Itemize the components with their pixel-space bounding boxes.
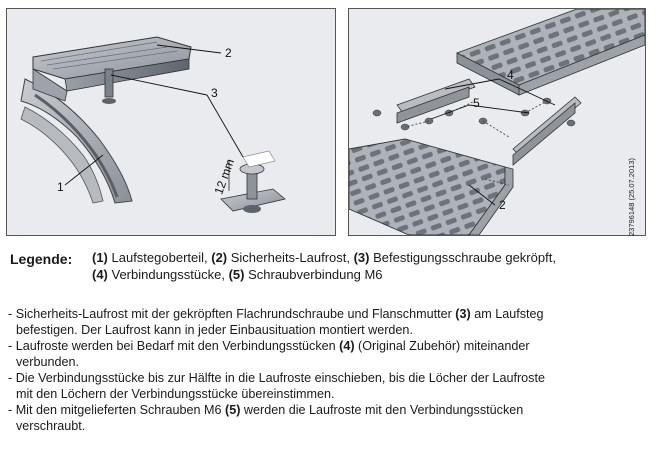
figure-reference-number: 23796148 (25.07.2013) [627, 158, 636, 236]
illustration-walkway-bracket: 12 mm 2 3 1 [6, 8, 336, 236]
note-3: - Die Verbindungsstücke bis zur Hälfte i… [8, 370, 652, 402]
text-run: Laufstegoberteil, [107, 250, 212, 265]
text-run: mit den Löchern der Verbindungsstücke üb… [16, 387, 335, 401]
reference-number: (4) [339, 339, 355, 353]
note-4: - Mit den mitgelieferten Schrauben M6 (5… [8, 402, 652, 434]
illustration-grating-connection: 4 5 2 [348, 8, 646, 236]
text-run: - Sicherheits-Laufrost mit der gekröpfte… [8, 307, 456, 321]
note-line: - Die Verbindungsstücke bis zur Hälfte i… [8, 370, 652, 386]
legend-heading: Legende: [10, 251, 73, 267]
reference-number: (2) [211, 250, 228, 265]
bracket-drawing: 12 mm 2 3 1 [20, 36, 286, 213]
note-line: - Sicherheits-Laufrost mit der gekröpfte… [8, 306, 652, 322]
reference-number: (1) [92, 250, 108, 265]
text-run: - Die Verbindungsstücke bis zur Hälfte i… [8, 371, 545, 385]
note-1: - Sicherheits-Laufrost mit der gekröpfte… [8, 306, 652, 338]
note-line: - Mit den mitgelieferten Schrauben M6 (5… [8, 402, 652, 418]
callout-4: 4 [507, 68, 514, 82]
text-run: am Laufsteg [470, 307, 544, 321]
note-line: befestigen. Der Laufrost kann in jeder E… [8, 322, 652, 338]
reference-number: (3) [455, 307, 471, 321]
callout-3: 3 [211, 86, 218, 100]
callout-2: 2 [225, 46, 232, 60]
text-run: verschraubt. [16, 419, 86, 433]
reference-number: (5) [225, 403, 241, 417]
text-run: - Laufroste werden bei Bedarf mit den Ve… [8, 339, 340, 353]
text-run: Verbindungsstücke, [107, 267, 229, 282]
reference-number: (3) [353, 250, 370, 265]
legend-line-2: (4) Verbindungsstücke, (5) Schraubverbin… [92, 267, 383, 282]
reference-number: (5) [228, 267, 245, 282]
text-run: werden die Laufroste mit den Verbindungs… [240, 403, 524, 417]
text-run: (Original Zubehör) miteinander [354, 339, 530, 353]
reference-number: (4) [92, 267, 108, 282]
callout-1: 1 [57, 180, 64, 194]
callout-5: 5 [473, 96, 480, 110]
legend-line-1: (1) Laufstegoberteil, (2) Sicherheits-La… [92, 250, 556, 265]
callout-2-right: 2 [499, 198, 506, 212]
text-run: Sicherheits-Laufrost, [227, 250, 354, 265]
note-line: - Laufroste werden bei Bedarf mit den Ve… [8, 338, 652, 354]
note-line: mit den Löchern der Verbindungsstücke üb… [8, 386, 652, 402]
text-run: verbunden. [16, 355, 80, 369]
text-run: - Mit den mitgelieferten Schrauben M6 [8, 403, 225, 417]
note-line: verbunden. [8, 354, 652, 370]
dimension-label: 12 mm [211, 157, 237, 196]
text-run: befestigen. Der Laufrost kann in jeder E… [16, 323, 413, 337]
note-line: verschraubt. [8, 418, 652, 434]
grating-drawing: 4 5 2 [349, 9, 645, 235]
note-2: - Laufroste werden bei Bedarf mit den Ve… [8, 338, 652, 370]
text-run: Befestigungsschraube gekröpft, [369, 250, 556, 265]
text-run: Schraubverbindung M6 [244, 267, 383, 282]
